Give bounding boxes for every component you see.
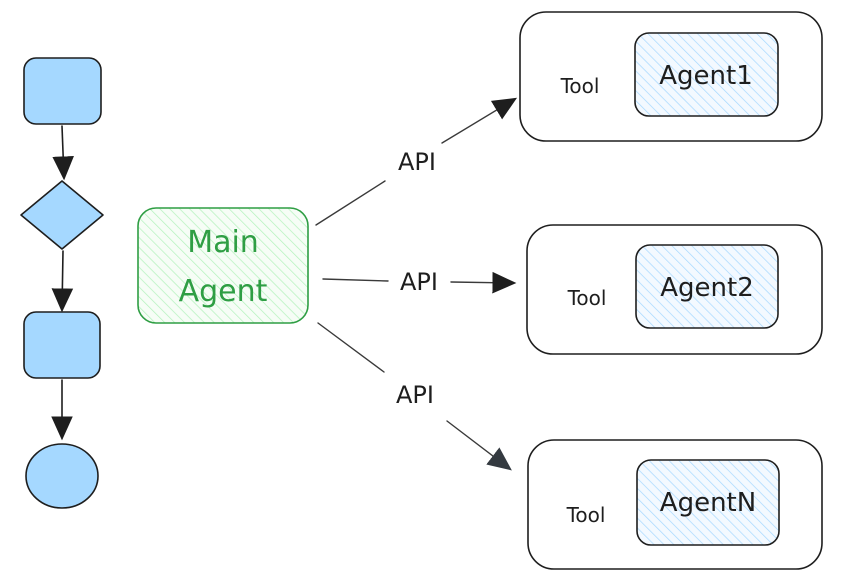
tool-label: Tool [566, 503, 606, 527]
api-connection-3: API [317, 322, 512, 471]
main-agent-label-line2: Agent [179, 274, 268, 309]
api-connection-line [315, 180, 386, 226]
api-connection-arrow [450, 271, 517, 294]
flowchart-connector-arrow [52, 125, 74, 181]
api-connection-1: API [315, 97, 518, 226]
main-agent-label-line1: Main [187, 225, 259, 260]
api-connection-2: API [322, 268, 517, 296]
agent-label: Agent2 [660, 273, 754, 303]
agent-label: AgentN [660, 488, 756, 518]
flowchart-icon [20, 57, 104, 509]
tool-node-1: Tool Agent1 [519, 11, 823, 142]
flowchart-process-shape [23, 57, 102, 125]
api-connection-arrow [446, 420, 512, 471]
api-label: API [396, 381, 434, 409]
flowchart-terminal-shape [25, 443, 99, 509]
api-label: API [398, 148, 436, 176]
api-connection-line [317, 322, 385, 373]
main-agent-node: Main Agent [137, 207, 309, 324]
main-agent-box [137, 207, 309, 324]
flowchart-connector-arrow [51, 250, 74, 313]
agent-label: Agent1 [659, 61, 753, 91]
agent-box [634, 32, 779, 117]
agent-box [635, 244, 779, 329]
tool-node-n: Tool AgentN [527, 439, 823, 570]
flowchart-decision-shape [20, 180, 104, 250]
tool-label: Tool [560, 74, 600, 98]
tool-label: Tool [567, 286, 607, 310]
tool-node-2: Tool Agent2 [526, 224, 823, 355]
api-connection-arrow [441, 97, 518, 144]
agent-box [636, 459, 780, 546]
api-label: API [400, 268, 438, 296]
flowchart-process-shape [23, 311, 101, 379]
api-connection-line [322, 278, 389, 282]
